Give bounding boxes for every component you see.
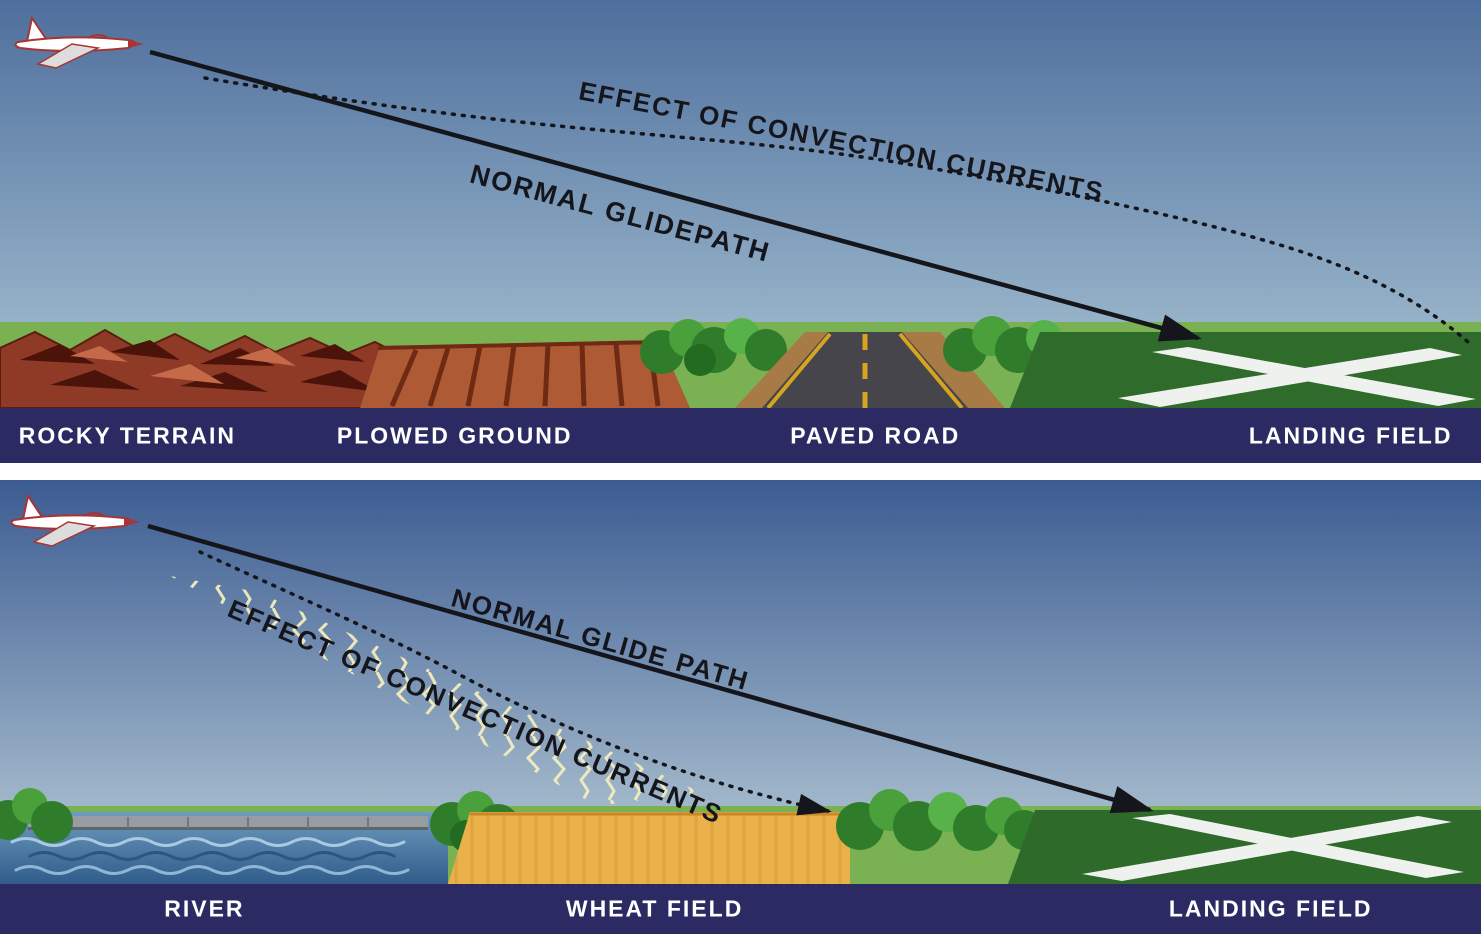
panel-river-wheat: NORMAL GLIDE PATH EFFECT OF CONVECTION C… [0, 480, 1481, 934]
descending-air-arrows [170, 576, 700, 806]
panel-divider [0, 463, 1481, 480]
terrain-label-bar: ROCKY TERRAIN PLOWED GROUND PAVED ROAD L… [0, 408, 1481, 463]
ground-label-paved-road: PAVED ROAD [790, 422, 961, 448]
panel-varied-terrain: EFFECT OF CONVECTION CURRENTS NORMAL GLI… [0, 0, 1481, 463]
normal-glidepath-line [147, 523, 1154, 814]
river-wheat-scene: NORMAL GLIDE PATH EFFECT OF CONVECTION C… [0, 480, 1481, 884]
trees [640, 318, 787, 376]
ground-label-wheat-field: WHEAT FIELD [565, 895, 744, 922]
runway-strip [1082, 816, 1452, 881]
wheat-field [448, 812, 850, 884]
trees [0, 788, 73, 843]
runway-strip [1152, 347, 1476, 406]
landing-field [1008, 810, 1481, 884]
paved-road [735, 332, 1005, 408]
ground-label-river: RIVER [164, 895, 245, 922]
trees [836, 789, 1044, 851]
convection-current-path [198, 550, 832, 816]
runway-strip [1132, 814, 1464, 878]
convection-current-path [203, 76, 1470, 344]
terrain-label-bar: RIVER WHEAT FIELD LANDING FIELD [0, 884, 1481, 934]
airplane-icon [14, 15, 144, 69]
airplane-icon [10, 493, 140, 547]
ground-label-plowed-ground: PLOWED GROUND [336, 422, 573, 448]
river [0, 812, 448, 884]
plowed-ground [360, 340, 690, 408]
rocky-terrain [0, 328, 396, 408]
ground-label-rocky-terrain: ROCKY TERRAIN [18, 422, 236, 448]
ground-label-landing-field: LANDING FIELD [1248, 422, 1453, 448]
ground-label-landing-field: LANDING FIELD [1168, 895, 1373, 922]
normal-glidepath-line [149, 49, 1202, 342]
varied-terrain-scene: EFFECT OF CONVECTION CURRENTS NORMAL GLI… [0, 0, 1481, 408]
landing-field [1010, 332, 1481, 408]
